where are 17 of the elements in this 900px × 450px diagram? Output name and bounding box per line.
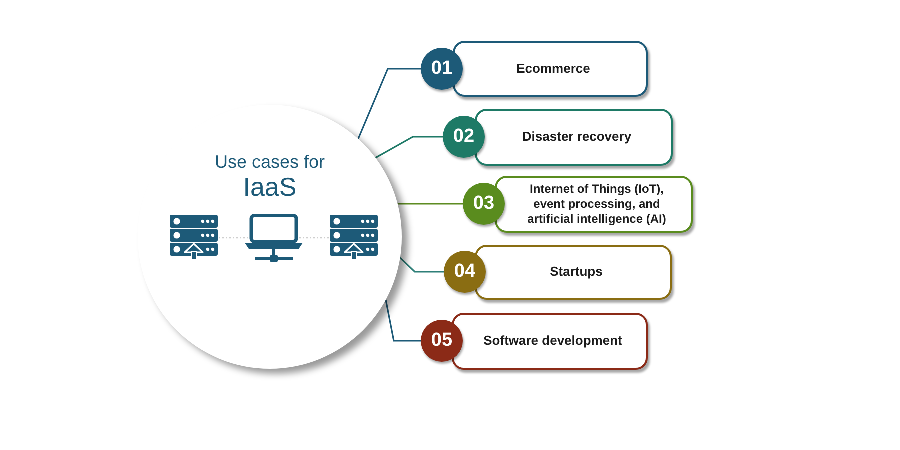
- connector-line: [358, 68, 421, 140]
- step-number: 03: [463, 183, 505, 225]
- heading-title: IaaS: [243, 173, 297, 201]
- heading-text: Use cases for: [214, 151, 326, 173]
- step-number: 05: [421, 320, 463, 362]
- step-number: 01: [421, 48, 463, 90]
- connector-line: [398, 203, 463, 205]
- item-label: Startups: [550, 264, 603, 281]
- connector-line: [400, 257, 444, 273]
- connector-line: [385, 300, 421, 342]
- item-label: Software development: [484, 333, 622, 350]
- item-label: Disaster recovery: [522, 129, 632, 146]
- item-label: Ecommerce: [516, 60, 590, 78]
- connector-line: [375, 136, 443, 159]
- step-number: 02: [443, 116, 485, 158]
- item-label: Internet of Things (IoT), event processing, and artificial intelligence (AI): [526, 182, 668, 227]
- step-number: 04: [444, 251, 486, 293]
